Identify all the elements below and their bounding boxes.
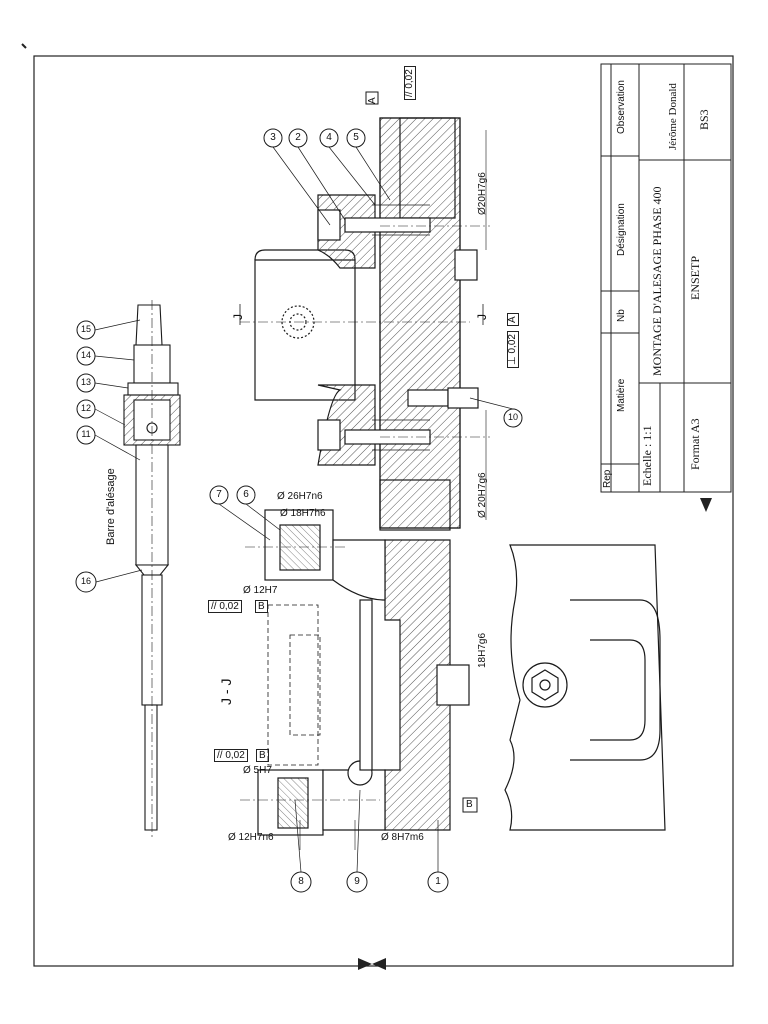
section-mark-bottom: J xyxy=(475,314,489,320)
boring-bar xyxy=(123,300,181,840)
tol-perp-a-datum: A xyxy=(507,313,519,326)
balloon-10-label: 10 xyxy=(507,412,518,422)
dim-d5: Ø 5H7 xyxy=(243,765,272,776)
datum-a-box xyxy=(365,91,379,105)
balloon-16-label: 16 xyxy=(80,576,91,586)
section-jj xyxy=(240,509,470,850)
balloon-11-label: 11 xyxy=(81,429,91,439)
title-block xyxy=(600,63,732,493)
tb-header-rep: Rep xyxy=(602,469,613,488)
tol-parallel-a: // 0,02 xyxy=(404,66,416,100)
dim-d8: Ø 8H7m6 xyxy=(381,832,424,843)
balloon-9-label: 9 xyxy=(354,876,360,887)
dim-d18b: 18H7g6 xyxy=(477,632,488,668)
tol-parallel-b2: // 0,02 xyxy=(214,749,248,762)
tb-author: Jérôme Donald xyxy=(667,83,679,150)
balloon-12-label: 12 xyxy=(80,403,91,413)
balloon-1-label: 1 xyxy=(435,876,441,887)
datum-a-label: A xyxy=(367,97,378,104)
tb-header-matiere: Matière xyxy=(616,378,627,412)
centering-mark-right xyxy=(700,498,712,512)
dim-d26: Ø 26H7n6 xyxy=(277,491,323,502)
balloon-2-label: 2 xyxy=(295,132,301,143)
section-mark-top: J xyxy=(231,314,245,320)
dim-d20-top: Ø20H7g6 xyxy=(477,172,488,215)
view-label-jj: J - J xyxy=(218,678,234,705)
balloon-6-label: 6 xyxy=(243,489,249,500)
tol-perp-a: ⊥ 0,02 xyxy=(507,331,519,368)
balloon-4-label: 4 xyxy=(326,132,332,143)
datum-b-label: B xyxy=(466,799,473,810)
tb-echelle: Echelle : 1:1 xyxy=(640,425,654,486)
balloon-5-label: 5 xyxy=(353,132,359,143)
tol-parallel-b2-datum: B xyxy=(256,749,269,762)
balloon-7-label: 7 xyxy=(216,489,222,500)
dim-d12a: Ø 12H7 xyxy=(243,585,278,596)
dim-d12b: Ø 12H7n6 xyxy=(228,832,274,843)
tb-title: MONTAGE D'ALESAGE PHASE 400 xyxy=(650,186,664,376)
tb-header-nb: Nb xyxy=(616,309,627,322)
centering-mark-bottom xyxy=(358,958,386,970)
tb-format: Format A3 xyxy=(688,418,702,470)
tol-parallel-b1: // 0,02 xyxy=(208,600,242,613)
tb-header-designation: Désignation xyxy=(616,203,627,256)
dim-d20-bottom: Ø 20H7g6 xyxy=(477,472,488,518)
balloon-14-label: 14 xyxy=(80,350,91,360)
datum-b-box xyxy=(462,797,478,813)
balloon-3-label: 3 xyxy=(270,132,276,143)
leader-lines xyxy=(94,146,514,873)
balloon-15-label: 15 xyxy=(80,324,91,334)
bar-label: Barre d'alésage xyxy=(105,468,117,545)
balloon-13-label: 13 xyxy=(80,377,91,387)
bottom-view xyxy=(504,544,666,831)
balloon-8-label: 8 xyxy=(298,876,304,887)
section-view xyxy=(239,117,490,531)
tb-class: BS3 xyxy=(697,109,711,130)
tb-header-observation: Observation xyxy=(616,80,627,134)
tol-parallel-b1-datum: B xyxy=(255,600,268,613)
tb-school: ENSETP xyxy=(688,255,702,300)
dim-d18: Ø 18H7h6 xyxy=(280,508,326,519)
